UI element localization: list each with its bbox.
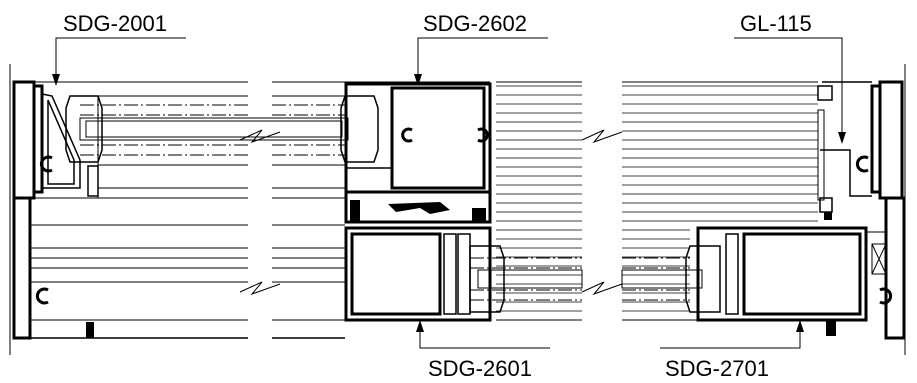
callout-sdg-2601: SDG-2601 xyxy=(416,320,550,381)
label-sdg-2001: SDG-2001 xyxy=(63,11,167,36)
frame-gl-115 xyxy=(817,80,906,340)
label-sdg-2602: SDG-2602 xyxy=(423,11,527,36)
callout-sdg-2001: SDG-2001 xyxy=(52,11,186,86)
sash-sdg-2601 xyxy=(344,226,583,322)
label-gl-115: GL-115 xyxy=(740,11,812,36)
break-marks xyxy=(239,129,623,296)
callout-sdg-2701: SDG-2701 xyxy=(660,320,804,381)
interlock-sdg-2602 xyxy=(344,82,492,224)
label-sdg-2601: SDG-2601 xyxy=(428,356,532,381)
frame-sdg-2001 xyxy=(12,80,99,340)
upper-panel xyxy=(14,81,490,199)
label-sdg-2701: SDG-2701 xyxy=(665,356,769,381)
callout-gl-115: GL-115 xyxy=(734,11,846,144)
glass-field xyxy=(496,81,818,321)
sash-sdg-2701 xyxy=(621,226,868,336)
lower-panel xyxy=(30,224,345,339)
callout-sdg-2602: SDG-2602 xyxy=(414,11,548,86)
